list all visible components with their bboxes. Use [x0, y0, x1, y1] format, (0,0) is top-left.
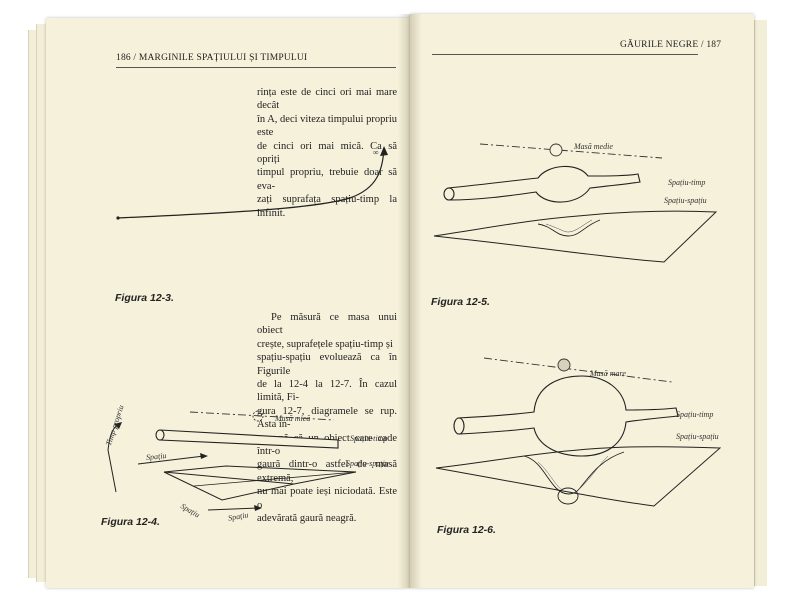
right-header-rule [432, 54, 698, 55]
right-page-header: GĂURILE NEGRE / 187 [620, 40, 722, 50]
figure-12-3-diagram [116, 146, 388, 220]
figure-12-6-caption: Figura 12-6. [437, 524, 496, 536]
right-page [410, 14, 754, 588]
text-line: gura 12-7, diagramele se rup. Asta în- [257, 405, 397, 431]
figure-12-4-diagram [107, 410, 357, 511]
text-line: gaură dintr-o astfel de masă extremă, [257, 459, 397, 484]
figure-12-5-diagram [433, 143, 718, 263]
figure-12-5-spacespace-label: Spațiu-spațiu [664, 196, 707, 205]
book-gutter [398, 14, 422, 588]
text-line: timpul propriu, trebuie doar să eva- [257, 167, 397, 192]
text-line: spațiu-spațiu evoluează ca în Figurile [257, 352, 397, 377]
text-line: de cinci ori mai mică. Ca să opriți [257, 140, 397, 166]
text-line: adevărată gaură neagră. [257, 513, 357, 525]
text-line: Pe măsură ce masa unui obiect [257, 312, 397, 337]
page-stack-edge [754, 20, 767, 586]
text-line: zați suprafața spațiu-timp la infinit. [257, 194, 397, 219]
figure-12-6-diagram [435, 357, 722, 507]
text-line: în A, deci viteza timpului propriu este [257, 113, 397, 139]
text-line: rința este de cinci ori mai mare decât [257, 87, 397, 112]
figure-12-5-caption: Figura 12-5. [431, 296, 490, 308]
figure-12-4-spacetime-label: Spațiu-timp [350, 434, 388, 443]
figure-12-4-spacespace-label: Spațiu-spațiu [346, 459, 389, 468]
text-line: de la 12-4 la 12-7. În cazul limită, Fi- [257, 379, 397, 404]
figure-12-4-mass-label: Masă mică [275, 414, 311, 423]
left-page-header: 186 / MARGINILE SPAȚIULUI ȘI TIMPULUI [116, 53, 308, 63]
text-line: seamnă că un obiect care cade într-o [257, 432, 397, 458]
text-line: crește, suprafețele spațiu-timp și [257, 338, 393, 350]
infinity-label: ∞ [373, 148, 379, 157]
figure-12-6-spacetime-label: Spațiu-timp [676, 410, 714, 419]
figure-12-4-caption: Figura 12-4. [101, 516, 160, 528]
left-paragraph-2: Pe măsură ce masa unui obiect crește, su… [257, 311, 397, 526]
left-header-rule [116, 67, 396, 68]
figure-12-5-spacetime-label: Spațiu-timp [668, 178, 706, 187]
figure-12-5-mass-label: Masă medie [574, 142, 613, 151]
left-paragraph-1: rința este de cinci ori mai mare decât î… [257, 86, 397, 220]
figure-12-6-mass-label: Masă mare [590, 369, 626, 378]
text-line: nu mai poate ieși niciodată. Este o [257, 486, 397, 511]
figure-12-6-spacespace-label: Spațiu-spațiu [676, 432, 719, 441]
left-page [46, 18, 410, 588]
figure-12-3-caption: Figura 12-3. [115, 292, 174, 304]
